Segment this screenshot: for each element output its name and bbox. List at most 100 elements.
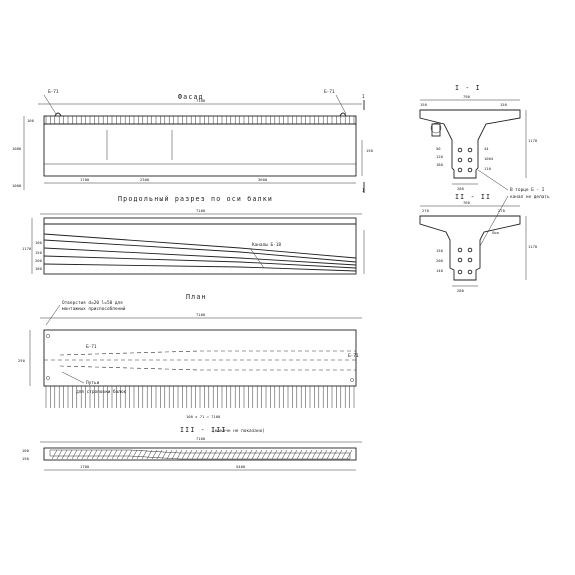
section3-hatch-line [231,449,238,460]
section3-hatch-line [81,449,88,460]
section3-hatch-line [76,449,83,460]
section3-dim-left: 1700 [80,464,90,469]
section3-hatch-line [321,449,328,460]
cross1-rebar-dots [457,147,473,173]
section3-hatch-line [331,449,338,460]
section3-hatch-line [236,449,243,460]
section3-hatch-line [201,449,208,460]
cross2-rebar-dot [457,269,463,275]
section3-hatch-line [281,449,288,460]
section3-hatch-line [86,449,93,460]
section3-hatch-line [311,449,318,460]
cross1-rebar-dot [457,147,463,153]
tendon-channel-3 [43,247,357,266]
section3-height-0: 100 [22,448,30,453]
cross2-note-2: 140 [436,268,444,273]
section-outline [43,217,357,275]
section3-hatch-line [181,449,188,460]
section3-hatch-line [116,449,123,460]
callout-leader-2 [479,195,509,247]
plan-mark-left: Б-71 [86,344,97,350]
section3-hatch-line [151,449,158,460]
section3-hatch-line [216,449,223,460]
facade-overall-dim: 7100 [196,98,206,103]
cross1-bar-0: 44 [484,146,489,151]
section3-title: III - III [180,426,227,434]
cross1-channel-hole [430,122,442,134]
section3-outline [43,447,357,461]
cross2-rebar-dot [457,247,463,253]
facade-height-bottom: 150 [366,148,374,153]
facade-dim-left: 1700 [80,177,90,182]
section3-hatch-line [226,449,233,460]
plan-note-leader [45,304,61,326]
section3-hatch-line [346,449,353,460]
section3-hatch-line [121,449,128,460]
plan-putty-label: Путьи [86,380,100,386]
plan-rebar-ticks [45,386,355,408]
longitudinal-section: Продольный разрез по оси балки 7100 Кана… [22,195,365,275]
section3-hatch-line [56,449,63,460]
cross2-rebar-dot [467,269,473,275]
plan-note-line2: монтажных приспособлений [62,305,126,312]
cross1-rebar-dot [467,147,473,153]
section3-hatch-line [101,449,108,460]
cross2-rebar-dot [467,247,473,253]
channel-label: Каналы Б-18 [252,242,281,248]
section3-hatch-line [271,449,278,460]
cross2-rebar-dots [457,247,473,275]
plan-channel-lower [59,365,356,371]
facade-cut-label: I [362,94,365,100]
section-height: 1170 [22,246,32,251]
section3-hatch-line [136,449,143,460]
section3-hatch-line [141,449,148,460]
section3-hatch-line [296,449,303,460]
cross2-rebar-dot [467,257,473,263]
facade-height-top: 100 [27,118,35,123]
plan-overall-dim: 7100 [196,312,206,317]
facade-height-mid: 1080 [12,146,22,151]
section3-height-1: 150 [22,456,30,461]
section3-hatch-line [91,449,98,460]
facade-loop-right [339,112,347,117]
cross2-top-right: 270 [498,208,506,213]
cross1-rebar-dot [467,157,473,163]
section3-hatch-line [241,449,248,460]
cross1-side-block [431,123,441,137]
section-left-dim-1: 150 [35,250,43,255]
facade-mark-right: Б-71 [324,89,335,95]
section-overall-dim: 7100 [196,208,206,213]
cross2-top-left: 270 [422,208,430,213]
cross2-note-1: 200 [436,258,444,263]
plan-title: План [186,293,207,301]
section3-hatch-line [176,449,183,460]
section3-hatch-line [171,449,178,460]
cross2-top-width: 760 [463,200,471,205]
cross2-label: Sbo [492,230,500,235]
section3-hatch-line [196,449,203,460]
cross2-note-0: 150 [436,248,444,253]
section3-hatch-line [301,449,308,460]
plan-mark-right: Б-71 [348,353,359,359]
plan-putty-sub: для строповки балок [76,388,127,395]
callout: В торце Б - I канал не делать [477,169,550,247]
section3-overall-dim: 7100 [196,436,206,441]
facade-height-low: 1000 [12,183,22,188]
section3-hatch-line [306,449,313,460]
plan-view: План Отверстия d=20 l=50 для монтажных п… [18,293,362,419]
section3-hatch-line [221,449,228,460]
section3-hatch-line [106,449,113,460]
section3-hatch-line [71,449,78,460]
plan-hole-3 [350,378,354,382]
cross1-rebar-dot [467,167,473,173]
section3-hatch-line [251,449,258,460]
plan-hole-2 [46,376,50,380]
section3-hatch-line [276,449,283,460]
plan-rebar-spacing: 100 х 71 = 7100 [186,414,221,419]
callout-leader-1 [477,169,509,191]
section-left-dim-3: 180 [35,266,43,271]
plan-channel-upper [59,350,356,356]
facade-title: Фасад [178,93,204,101]
section3-hatch-line [96,449,103,460]
